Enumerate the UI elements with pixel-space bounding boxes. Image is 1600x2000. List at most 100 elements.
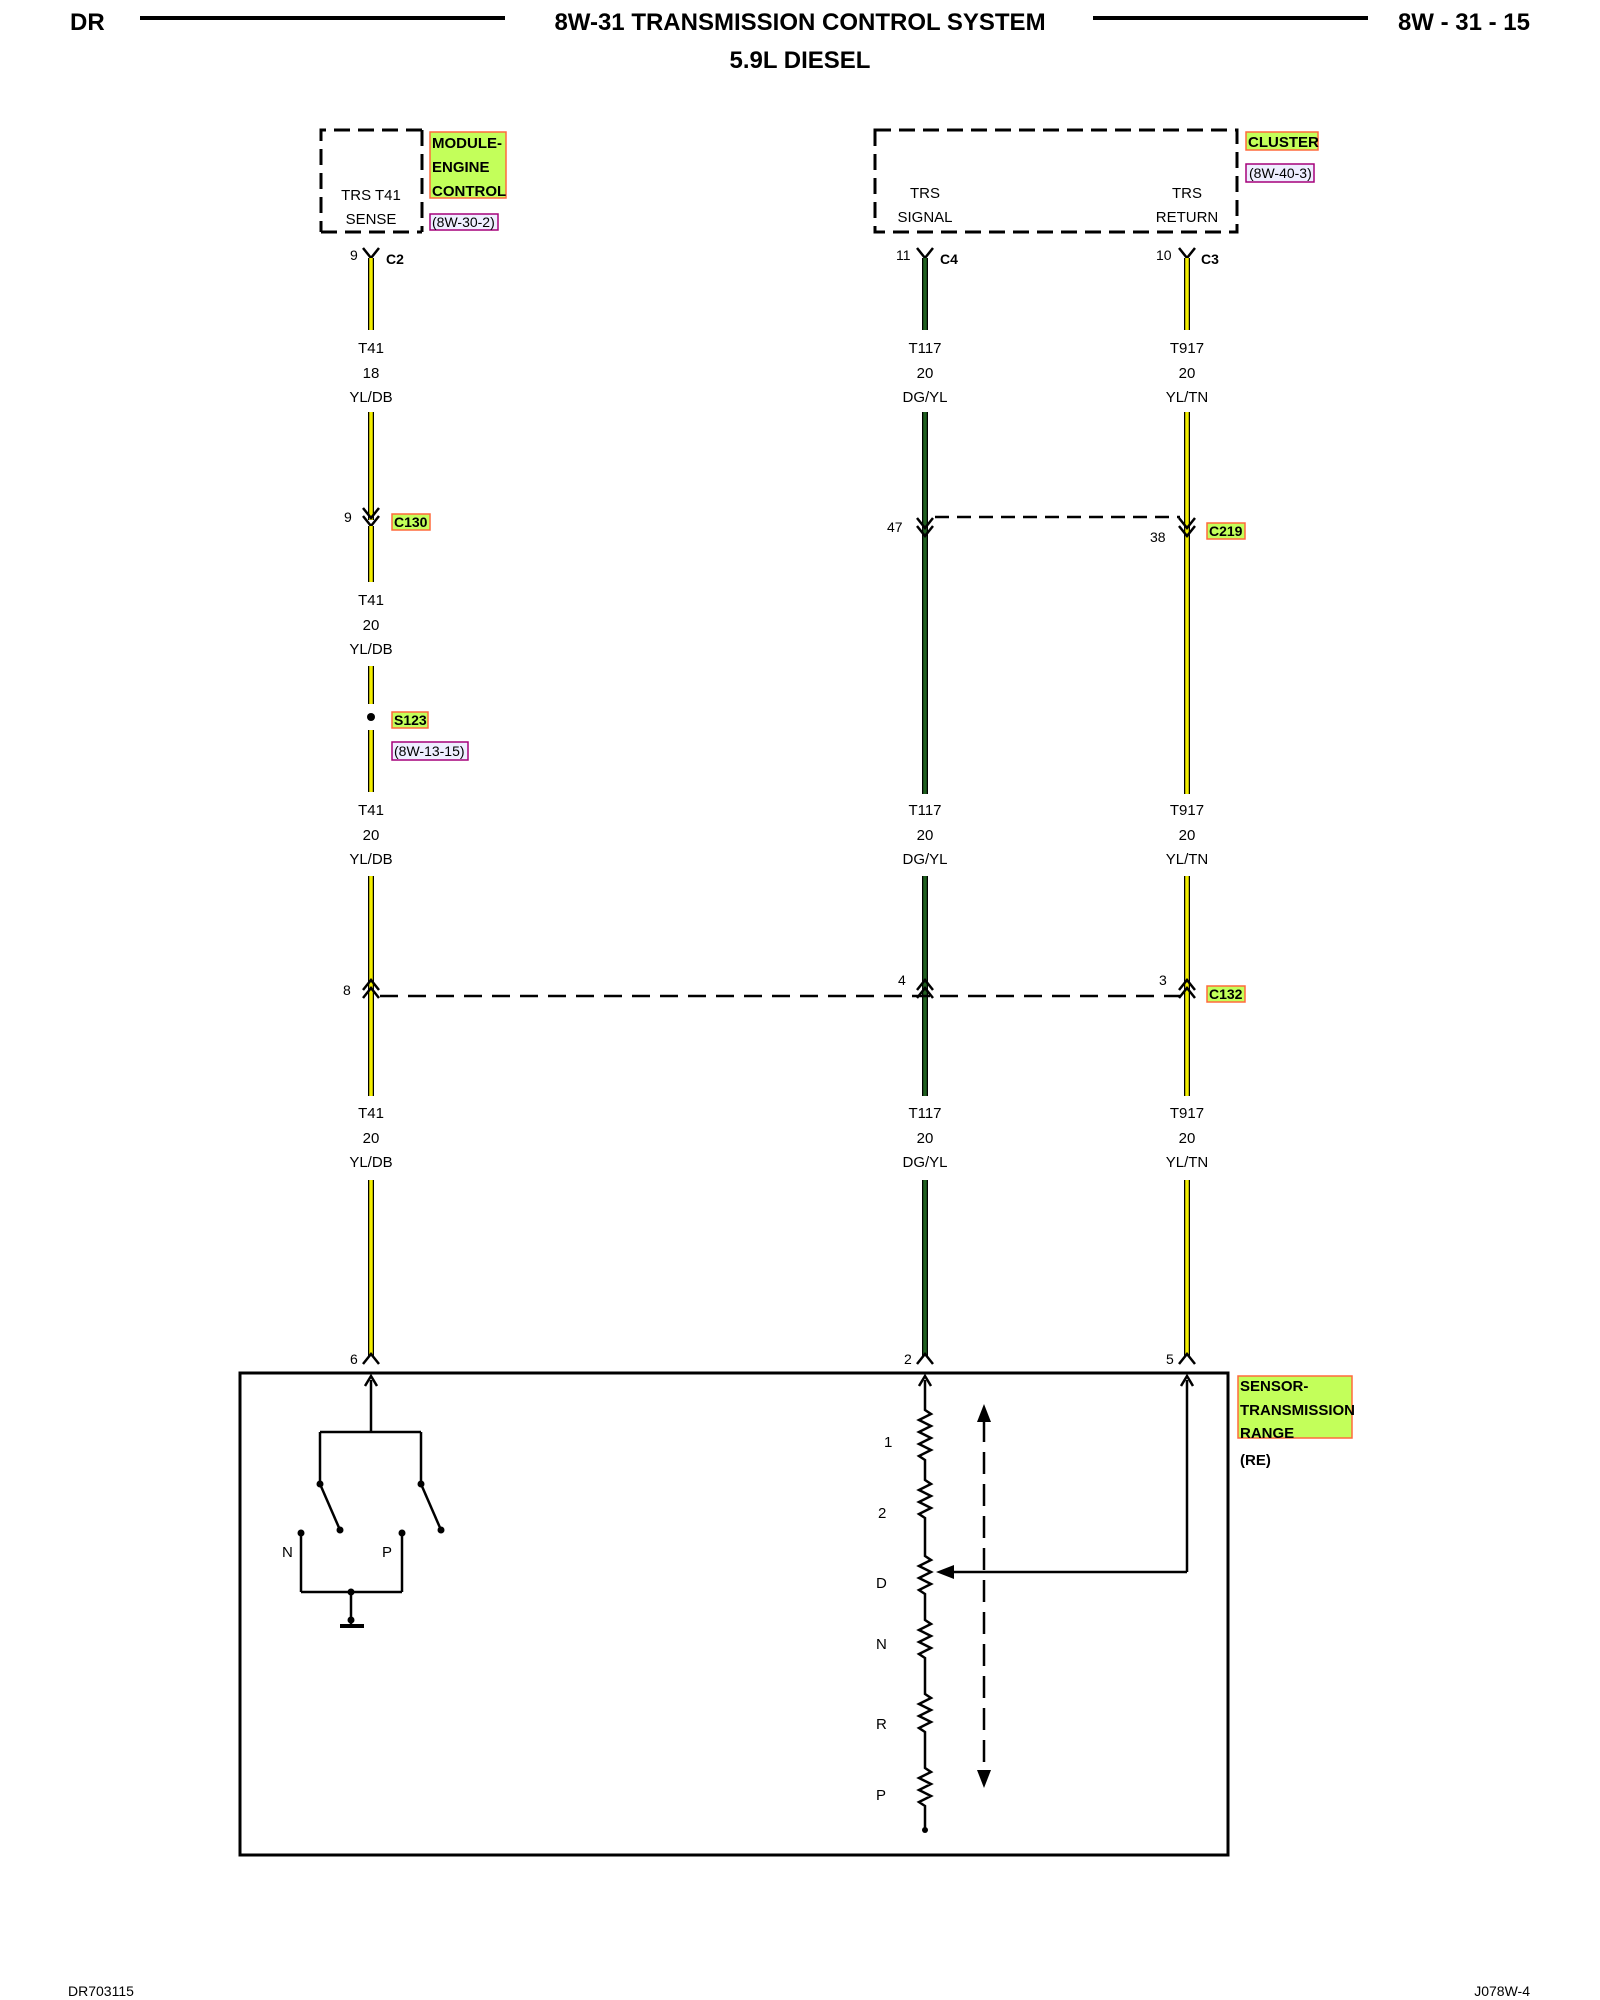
s123-ref-box	[391, 741, 469, 761]
c132-highlight	[1206, 985, 1246, 1003]
ecm-box	[319, 128, 424, 232]
c130-highlight	[391, 513, 431, 531]
c132-symbol-1	[362, 977, 380, 999]
cluster-return-connector: C3	[1201, 251, 1219, 267]
c130-connector: 9 C130	[344, 509, 431, 531]
ecm-name-1: MODULE-	[432, 135, 502, 152]
t917-seg1-circuit: T917	[1170, 340, 1204, 357]
c132-symbol-2	[916, 977, 934, 999]
sensor-transmission-range: SENSOR- TRANSMISSION RANGE (RE)	[238, 1371, 1355, 1857]
t917-seg2-gauge: 20	[1179, 827, 1196, 844]
t117-seg3-gauge: 20	[917, 1130, 934, 1147]
c219-name: C219	[1209, 523, 1243, 539]
cluster-name-highlight	[1245, 131, 1319, 151]
sensor-sub: (RE)	[1240, 1452, 1271, 1469]
cluster-signal-1: TRS	[910, 185, 940, 202]
t41-seg4-gauge: 20	[363, 1130, 380, 1147]
cluster-module: TRS SIGNAL TRS RETURN CLUSTER (8W-40-3) …	[873, 128, 1319, 267]
ecm-name-highlight	[429, 131, 507, 199]
position-label-d: D	[876, 1575, 887, 1592]
s123-name: S123	[394, 712, 427, 728]
c132-symbol-3	[1178, 977, 1196, 999]
t117-seg2-circuit: T117	[908, 802, 941, 819]
page-header: DR 8W-31 TRANSMISSION CONTROL SYSTEM 8W …	[70, 9, 1530, 74]
wire-t41: T41 18 YL/DB T41 20 YL/DB T41 20 YL/DB	[349, 258, 393, 1356]
c219-pin-right: 38	[1150, 529, 1166, 545]
position-label-2: 2	[878, 1505, 886, 1522]
t41-seg3-color: YL/DB	[349, 851, 392, 868]
t917-seg3-circuit: T917	[1170, 1105, 1204, 1122]
cluster-signal-2: SIGNAL	[897, 209, 952, 226]
t117-seg1-color: DG/YL	[902, 389, 947, 406]
np-switch-dots	[297, 1480, 445, 1624]
cluster-signal-connector: C4	[940, 251, 958, 267]
sensor-pin-2: 2	[904, 1351, 912, 1367]
c132-pin-mid: 4	[898, 972, 906, 988]
header-title: 8W-31 TRANSMISSION CONTROL SYSTEM	[554, 9, 1045, 36]
ecm-connector: C2	[386, 251, 404, 267]
c130-name: C130	[394, 514, 428, 530]
position-label-r: R	[876, 1716, 887, 1733]
ecm-pin: 9	[350, 247, 358, 263]
t917-seg2-color: YL/TN	[1166, 851, 1209, 868]
np-switch	[299, 1373, 443, 1628]
sensor-name-1: SENSOR-	[1240, 1378, 1308, 1395]
s123-highlight	[391, 711, 429, 729]
cluster-signal-pin: 11	[896, 247, 911, 263]
c132-name: C132	[1209, 986, 1243, 1002]
t117-seg1-circuit: T117	[908, 340, 941, 357]
footer-left: DR703115	[68, 1983, 134, 1999]
t41-seg1-gauge: 18	[363, 365, 380, 382]
t41-seg4-circuit: T41	[358, 1105, 384, 1122]
sensor-name-3: RANGE	[1240, 1425, 1294, 1442]
t117-seg3-color: DG/YL	[902, 1154, 947, 1171]
cluster-box	[873, 128, 1239, 234]
ecm-ref-box	[429, 213, 499, 231]
resistor-ladder	[916, 1380, 934, 1828]
position-label-p: P	[876, 1787, 886, 1804]
header-page: 8W - 31 - 15	[1398, 9, 1530, 36]
ecm-name-3: CONTROL	[432, 183, 506, 200]
s123-ref: (8W-13-15)	[394, 743, 465, 759]
t41-seg2-color: YL/DB	[349, 641, 392, 658]
sensor-box	[238, 1371, 1230, 1857]
page-footer: DR703115 J078W-4	[68, 1983, 1530, 1999]
switch-label-p: P	[382, 1544, 392, 1561]
sensor-pin-6: 6	[350, 1351, 358, 1367]
position-label-n: N	[876, 1636, 887, 1653]
wire-t117: T117 20 DG/YL T117 20 DG/YL T117 20 DG/Y…	[902, 258, 948, 1356]
t117-seg3-circuit: T117	[908, 1105, 941, 1122]
top-connector-symbols	[362, 247, 1196, 261]
c130-pin: 9	[344, 509, 352, 525]
cluster-ref-box	[1245, 163, 1315, 183]
t917-seg3-gauge: 20	[1179, 1130, 1196, 1147]
resistor-top-arrow	[917, 1373, 933, 1387]
cluster-ref: (8W-40-3)	[1249, 165, 1312, 181]
sensor-pin-5: 5	[1166, 1351, 1174, 1367]
c219-highlight	[1206, 522, 1246, 540]
t917-seg1-gauge: 20	[1179, 365, 1196, 382]
c219-pin-left: 47	[887, 519, 903, 535]
sensor-name-highlight	[1237, 1375, 1353, 1439]
t41-seg2-circuit: T41	[358, 592, 384, 609]
ecm-ref: (8W-30-2)	[432, 214, 495, 230]
s123-splice-dot	[367, 713, 375, 721]
c219-symbol-right	[1178, 517, 1196, 539]
wire-t917: T917 20 YL/TN T917 20 YL/TN T917 20 YL/T…	[1166, 258, 1209, 1356]
ecm-name-2: ENGINE	[432, 159, 490, 176]
wiper-arrowhead	[936, 1565, 954, 1579]
ecm-pin-label-1: TRS T41	[341, 187, 401, 204]
header-left: DR	[70, 9, 105, 36]
t41-seg1-color: YL/DB	[349, 389, 392, 406]
c219-connector: 47 38 C219	[887, 515, 1246, 545]
cluster-name: CLUSTER	[1248, 134, 1319, 151]
sensor-name-2: TRANSMISSION	[1240, 1402, 1355, 1419]
position-label-1: 1	[884, 1434, 892, 1451]
c132-pin-left: 8	[343, 982, 351, 998]
t41-seg1-circuit: T41	[358, 340, 384, 357]
resistor-end-dot	[922, 1827, 928, 1833]
c132-pin-right: 3	[1159, 972, 1167, 988]
sensor-pin-connectors: 6 2 5	[350, 1351, 1196, 1367]
t41-seg3-circuit: T41	[358, 802, 384, 819]
